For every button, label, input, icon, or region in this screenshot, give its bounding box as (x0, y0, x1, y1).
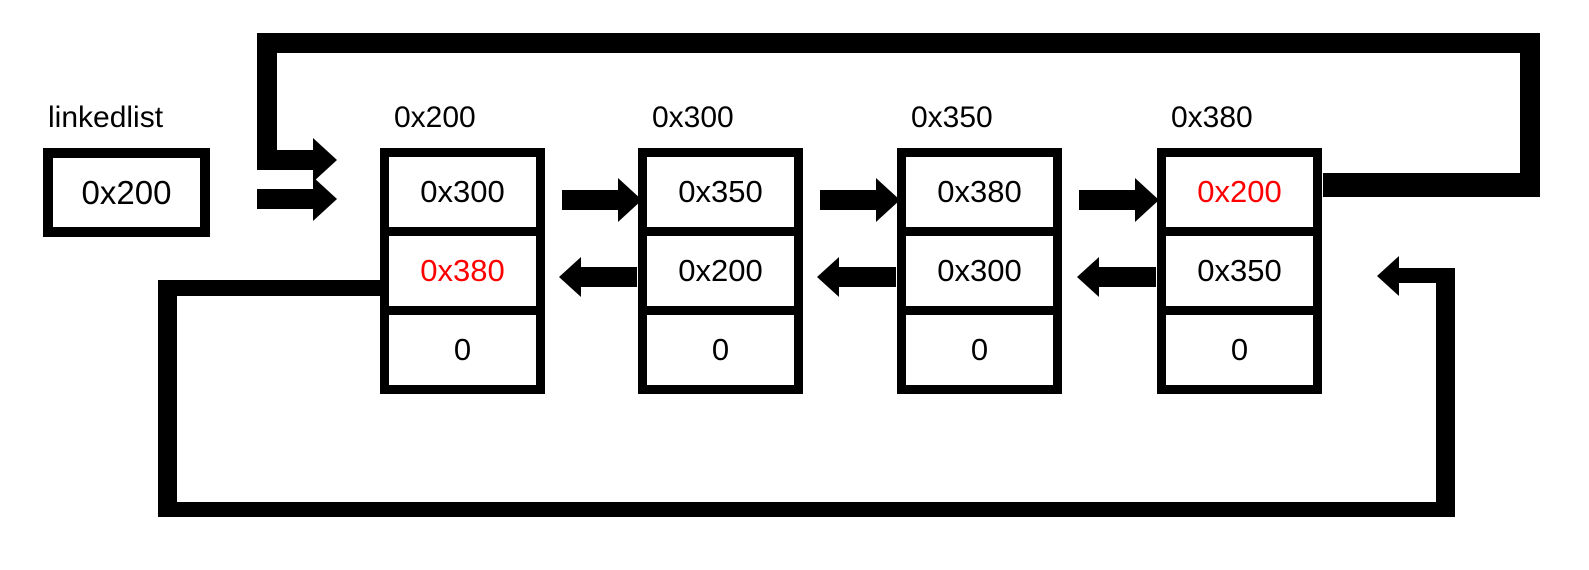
node-0x350: 0x380 0x300 0 (897, 148, 1062, 394)
prev-wraparound-arrow-bottom-segment (158, 502, 1455, 517)
node-0x300: 0x350 0x200 0 (638, 148, 803, 394)
prev-arrow-shaft (581, 267, 637, 287)
node-0x200: 0x300 0x380 0 (380, 148, 545, 394)
data-cell: 0 (389, 315, 536, 385)
data-cell: 0 (906, 315, 1053, 385)
next-arrowhead-icon (876, 178, 900, 222)
next-arrow-shaft (820, 190, 876, 210)
prev-arrowhead-icon (559, 257, 581, 297)
prev-pointer-cell: 0x380 (389, 236, 536, 315)
prev-pointer-cell: 0x200 (647, 236, 794, 315)
head-variable-label: linkedlist (48, 101, 164, 134)
next-wraparound-arrow-left-segment (257, 33, 277, 170)
prev-wraparound-arrow-left-segment (158, 280, 177, 517)
prev-wraparound-arrow-end-segment (1398, 268, 1455, 283)
next-wraparound-arrow-end-segment (257, 150, 313, 170)
next-wraparound-arrowhead-icon (313, 138, 337, 182)
head-pointer-box: 0x200 (43, 148, 210, 237)
next-wraparound-arrow-start-segment (1323, 173, 1540, 197)
next-arrowhead-icon (1135, 178, 1159, 222)
prev-pointer-cell: 0x350 (1166, 236, 1313, 315)
head-pointer-value: 0x200 (81, 174, 172, 211)
next-pointer-cell: 0x380 (906, 157, 1053, 236)
node-address-label-0x350: 0x350 (911, 101, 993, 134)
data-cell: 0 (647, 315, 794, 385)
head-pointer-arrow-shaft (257, 189, 313, 209)
prev-wraparound-arrow-right-segment (1436, 268, 1455, 517)
data-cell: 0 (1166, 315, 1313, 385)
next-wraparound-arrow-right-segment (1520, 33, 1540, 197)
node-address-label-0x380: 0x380 (1171, 101, 1253, 134)
prev-pointer-cell: 0x300 (906, 236, 1053, 315)
next-pointer-cell: 0x300 (389, 157, 536, 236)
next-arrow-shaft (1079, 190, 1135, 210)
next-pointer-cell: 0x200 (1166, 157, 1313, 236)
node-address-label-0x300: 0x300 (652, 101, 734, 134)
prev-arrow-shaft (839, 267, 896, 287)
prev-wraparound-arrowhead-icon (1377, 256, 1399, 296)
node-0x380: 0x200 0x350 0 (1157, 148, 1322, 394)
prev-arrowhead-icon (1077, 257, 1099, 297)
prev-arrow-shaft (1099, 267, 1156, 287)
node-address-label-0x200: 0x200 (394, 101, 476, 134)
head-pointer-arrowhead-icon (313, 177, 337, 221)
prev-arrowhead-icon (817, 257, 839, 297)
prev-wraparound-arrow-start-segment (162, 280, 380, 296)
next-arrow-shaft (562, 190, 618, 210)
next-pointer-cell: 0x350 (647, 157, 794, 236)
next-wraparound-arrow-top-segment (257, 33, 1540, 53)
